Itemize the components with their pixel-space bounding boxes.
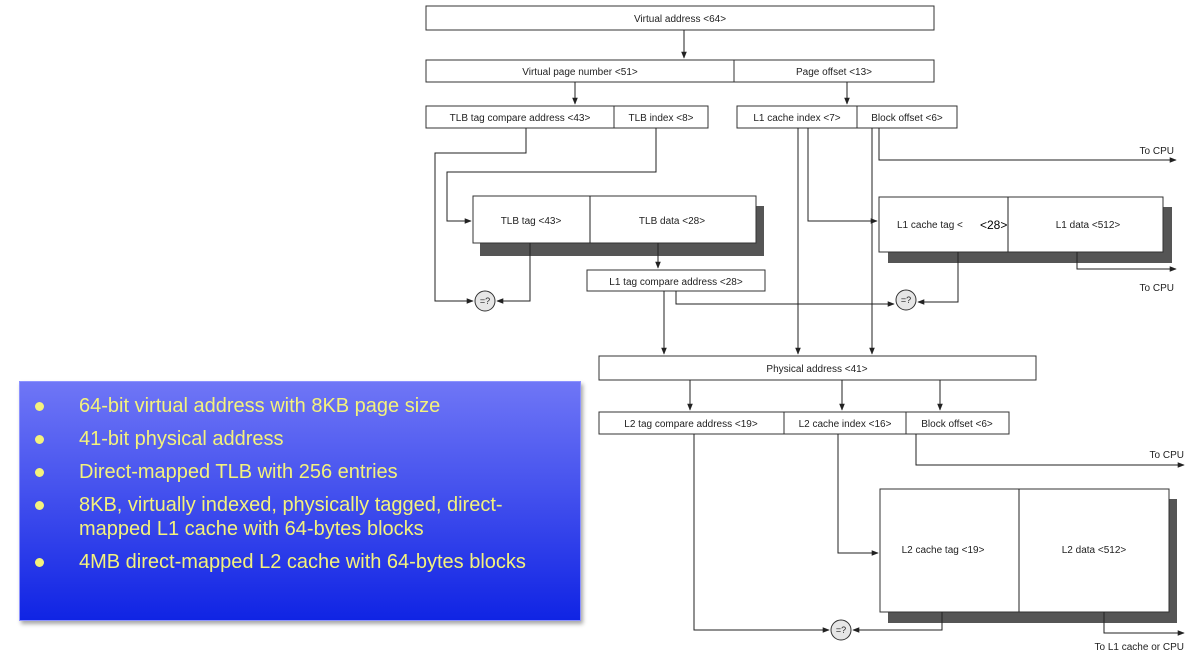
virtual-page-number-label: Virtual page number <51> [522, 67, 638, 78]
physical-address-label: Physical address <41> [766, 364, 867, 375]
l1-tag-compare-address-label: L1 tag compare address <28> [609, 277, 743, 288]
to-l1-or-cpu-label: To L1 cache or CPU [1095, 642, 1185, 653]
l2-compare-symbol: =? [836, 625, 846, 635]
l2-block-offset-box [905, 411, 1010, 435]
tlb-compare-circle [474, 290, 496, 312]
l2-compare-circle [830, 619, 852, 641]
summary-item: 64-bit virtual address with 8KB page siz… [20, 394, 570, 418]
tlb-data-label: TLB data <28> [639, 216, 705, 227]
l2-data-label: L2 data <512> [1062, 545, 1127, 556]
bullet-icon [35, 468, 44, 477]
virtual-address-label: Virtual address <64> [634, 14, 726, 25]
tlb-tag-compare-address-label: TLB tag compare address <43> [450, 113, 591, 124]
page-offset-label: Page offset <13> [796, 67, 872, 78]
l1-data-label: L1 data <512> [1056, 220, 1121, 231]
summary-item: 8KB, virtually indexed, physically tagge… [20, 493, 570, 541]
summary-item-text: 8KB, virtually indexed, physically tagge… [79, 494, 503, 540]
tlb-tag-label: TLB tag <43> [501, 216, 562, 227]
l1-block-offset-label: Block offset <6> [871, 113, 943, 124]
tlb-index-box [613, 105, 709, 129]
summary-list: 64-bit virtual address with 8KB page siz… [20, 382, 580, 574]
l1-compare-symbol: =? [901, 295, 911, 305]
to-cpu-label-1: To CPU [1140, 146, 1174, 157]
bullet-icon [35, 402, 44, 411]
bullet-icon [35, 558, 44, 567]
tlb-index-label: TLB index <8> [628, 113, 693, 124]
l2-cache-tag-label: L2 cache tag <19> [902, 545, 985, 556]
l2-tag-compare-address-label: L2 tag compare address <19> [624, 419, 758, 430]
virtual-address-box [425, 5, 935, 31]
tlb-compare-symbol: =? [480, 296, 490, 306]
l1-cache-box [878, 196, 1164, 253]
page-offset-box [733, 59, 935, 83]
physical-address-box [598, 355, 1037, 381]
to-cpu-label-3: To CPU [1150, 450, 1184, 461]
summary-item: 4MB direct-mapped L2 cache with 64-bytes… [20, 550, 570, 574]
l2-cache-index-label: L2 cache index <16> [799, 419, 892, 430]
summary-item-text: 41-bit physical address [79, 428, 284, 450]
tlb-box [472, 195, 757, 244]
summary-item: 41-bit physical address [20, 427, 570, 451]
l1-cache-tag-prefix: L1 cache tag < [897, 220, 963, 231]
summary-box: 64-bit virtual address with 8KB page siz… [19, 381, 581, 621]
connection-wires [434, 30, 1185, 636]
l1-cache-index-label: L1 cache index <7> [753, 113, 840, 124]
l1-block-offset-box [856, 105, 958, 129]
summary-item-text: Direct-mapped TLB with 256 entries [79, 461, 398, 483]
summary-item: Direct-mapped TLB with 256 entries [20, 460, 570, 484]
summary-item-text: 64-bit virtual address with 8KB page siz… [79, 395, 441, 417]
to-cpu-label-2: To CPU [1140, 283, 1174, 294]
l1-cache-tag-width: <28> [980, 218, 1007, 232]
bullet-icon [35, 501, 44, 510]
l2-block-offset-label: Block offset <6> [921, 419, 993, 430]
l1-compare-circle [895, 289, 917, 311]
summary-item-text: 4MB direct-mapped L2 cache with 64-bytes… [79, 551, 526, 573]
bullet-icon [35, 435, 44, 444]
l2-cache-box [879, 488, 1170, 613]
